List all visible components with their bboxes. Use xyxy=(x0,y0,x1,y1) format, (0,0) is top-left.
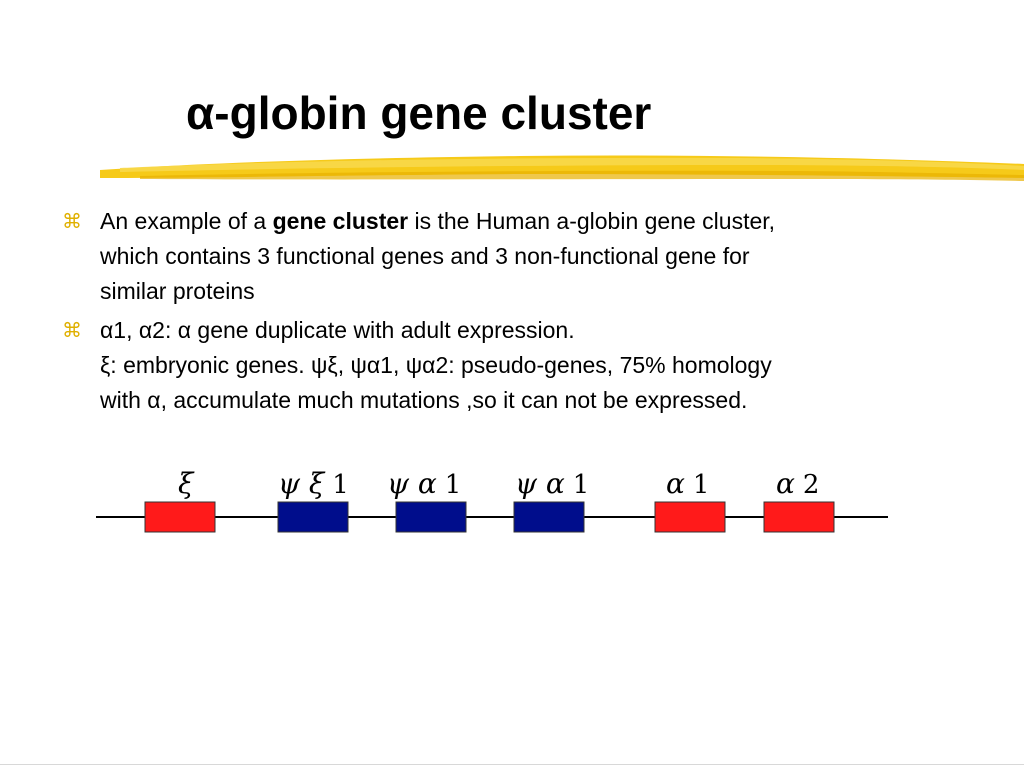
command-key-icon: ⌘ xyxy=(62,209,82,233)
bullet-1-text-pre: An example of a xyxy=(100,208,273,234)
bullet-1-text-post: is the Human a-globin gene cluster, xyxy=(408,208,776,234)
bullet-item-2: ⌘ α1, α2: α gene duplicate with adult ex… xyxy=(62,313,962,418)
bullet-list: ⌘ An example of a gene cluster is the Hu… xyxy=(62,204,962,422)
gene-label-1: ξ xyxy=(178,467,195,500)
gene-box-6 xyxy=(763,501,835,533)
command-key-icon: ⌘ xyxy=(62,318,82,342)
gene-box-2 xyxy=(277,501,349,533)
footer-divider xyxy=(0,764,1024,765)
gene-box-4 xyxy=(513,501,585,533)
bullet-1-bold-term: gene cluster xyxy=(272,208,409,234)
bullet-2-line-1: α1, α2: α gene duplicate with adult expr… xyxy=(100,317,575,343)
bullet-item-1: ⌘ An example of a gene cluster is the Hu… xyxy=(62,204,962,309)
gene-box-3 xyxy=(395,501,467,533)
slide-title: α-globin gene cluster xyxy=(186,87,652,139)
gene-box-5 xyxy=(654,501,726,533)
title-underline-swoosh xyxy=(100,155,1024,181)
gene-box-1 xyxy=(144,501,216,533)
bullet-1-line-2: which contains 3 functional genes and 3 … xyxy=(100,243,750,269)
bullet-1-line-3: similar proteins xyxy=(100,278,255,304)
bullet-2-line-3: with α, accumulate much mutations ,so it… xyxy=(100,387,748,413)
bullet-2-line-2: ξ: embryonic genes. ψξ, ψα1, ψα2: pseudo… xyxy=(100,352,772,378)
